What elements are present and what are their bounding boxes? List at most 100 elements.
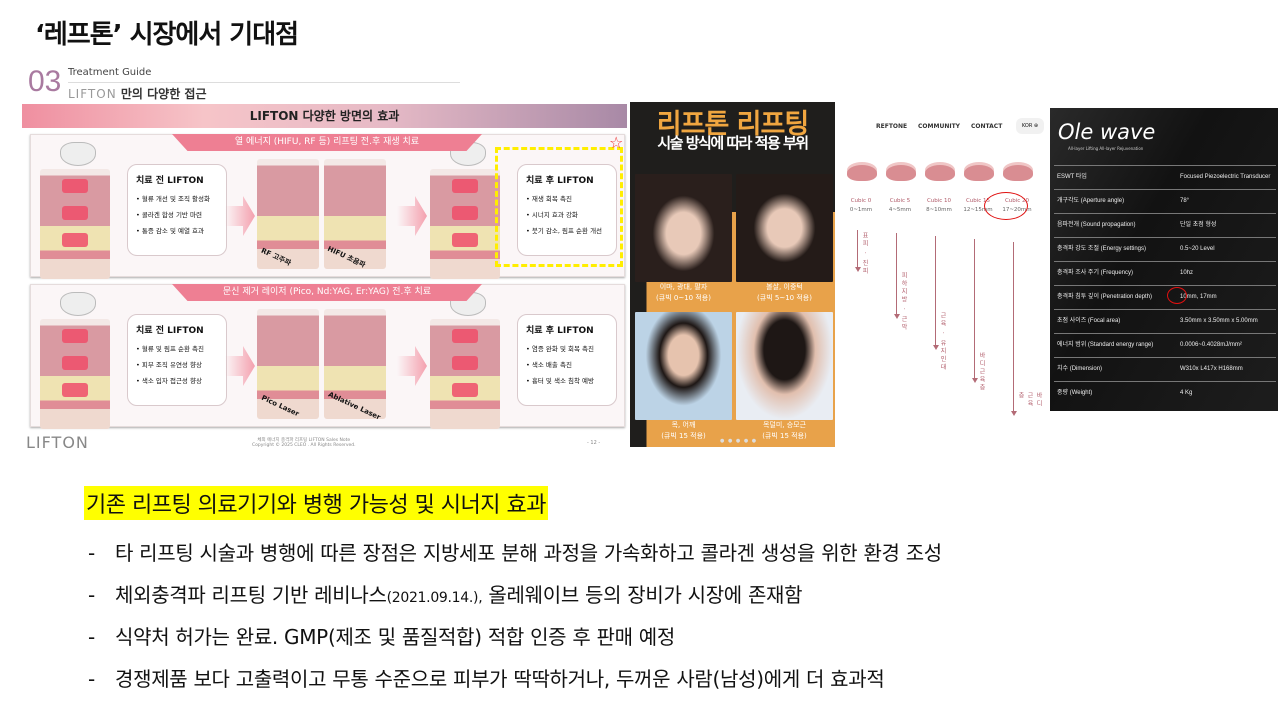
depth-arrow xyxy=(932,236,939,350)
cubic-name: Cubic 15 xyxy=(965,198,991,204)
lifton-logo: LIFTON xyxy=(68,87,117,101)
spec-label: 충격파 강도 조절 (Energy settings) xyxy=(1057,246,1146,252)
before-treatment-box: 치료 전 LIFTON혈류 개선 및 조직 활성화콜라겐 합성 기반 마련통증 … xyxy=(127,164,227,256)
highlight-box xyxy=(495,147,623,267)
cubic-tip-icon xyxy=(925,165,955,181)
panel-tag: 열 에너지 (HIFU, RF 등) 리프팅 전.후 재생 치료 xyxy=(172,134,482,151)
caption-area: 목덜미, 승모근 xyxy=(762,421,807,429)
bullet-text: 경쟁제품 보다 고출력이고 무통 수준으로 피부가 딱딱하거나, 두꺼운 사람(… xyxy=(115,667,885,691)
bullet-date: (2021.09.14.), xyxy=(386,590,483,606)
box-item: 피부 조직 유연성 향상 xyxy=(136,359,218,369)
before-treatment-box: 치료 전 LIFTON혈류 및 림프 순환 촉진피부 조직 유연성 향상색소 입… xyxy=(127,314,227,406)
spec-label: 치수 (Dimension) xyxy=(1057,366,1103,372)
bullet-3: -식약처 허가는 완료. GMP(제조 및 품질적합) 적합 인증 후 판매 예… xyxy=(88,621,675,650)
spec-label: 중량 (Weight) xyxy=(1057,390,1093,396)
spec-label: 충격파 조사 주기 (Frequency) xyxy=(1057,270,1133,276)
spec-row: ESWT 타입 Focused Piezoelectric Transducer xyxy=(1054,165,1276,189)
highlighted-heading: 기존 리프팅 의료기기와 병행 가능성 및 시너지 효과 xyxy=(84,486,548,520)
after-treatment-box: 치료 후 LIFTON재생 회복 촉진시너지 효과 강화붓기 감소, 림프 순환… xyxy=(517,164,617,256)
box-item: 콜라겐 합성 기반 마련 xyxy=(136,209,218,219)
box-item: 혈류 및 림프 순환 촉진 xyxy=(136,343,218,353)
layer-label: 바디근육층 xyxy=(978,352,985,392)
red-circle-annotation xyxy=(1167,287,1187,304)
depth-arrow xyxy=(1010,242,1017,416)
poster-caption: 볼살, 이중턱(큐빅 5~10 적용) xyxy=(736,282,833,304)
photo-face xyxy=(635,174,732,282)
cubic-tip-icon xyxy=(964,165,994,181)
energy-beam xyxy=(452,356,478,370)
nav-community[interactable]: COMMUNITY xyxy=(918,123,961,130)
energy-beam xyxy=(62,329,88,343)
dash: - xyxy=(88,625,95,649)
dash: - xyxy=(88,541,95,565)
spec-row: 초점 사이즈 (Focal area)3.50mm x 3.50mm x 5.0… xyxy=(1054,309,1276,333)
cubic-name: Cubic 10 xyxy=(926,198,952,204)
banner: LIFTON 다양한 방면의 효과 xyxy=(22,104,627,128)
spec-value: 단일 초점 형성 xyxy=(1180,222,1217,228)
panel-tag: 문신 제거 레이저 (Pico, Nd:YAG, Er:YAG) 전.후 치료 xyxy=(172,284,482,301)
energy-beam xyxy=(452,179,478,193)
box-item: 통증 감소 및 예열 효과 xyxy=(136,225,218,235)
spec-value: Focused Piezoelectric Transducer xyxy=(1180,174,1271,180)
caption-cubic: (큐빅 15 적용) xyxy=(762,432,807,440)
cubic-name: Cubic 0 xyxy=(850,198,872,204)
box-item: 시너지 효과 강화 xyxy=(526,209,608,219)
energy-beam xyxy=(62,179,88,193)
language-label: KOR xyxy=(1021,123,1033,129)
spec-row: 충격파 침투 깊이 (Penetration depth)10mm, 17mm xyxy=(1054,285,1276,309)
dash: - xyxy=(88,667,95,691)
cubic-range: 12~15mm xyxy=(963,207,993,213)
spec-label: ESWT 타입 xyxy=(1057,174,1087,180)
layer-label: 근육 · 유지인대 xyxy=(939,312,946,372)
energy-beam xyxy=(452,206,478,220)
energy-beam xyxy=(62,356,88,370)
depth-arrow xyxy=(854,230,861,272)
poster-subtitle: 시술 방식에 따라 적용 부위 xyxy=(657,134,809,152)
photo-face xyxy=(736,174,833,282)
spec-label: 에너지 범위 (Standard energy range) xyxy=(1057,342,1154,348)
spec-row: 충격파 조사 주기 (Frequency) 10hz xyxy=(1054,261,1276,285)
bullet-text: 체외충격파 리프팅 기반 레비나스 xyxy=(115,583,387,607)
nav-contact[interactable]: CONTACT xyxy=(971,123,1003,130)
language-button[interactable]: KOR ⊕ xyxy=(1016,118,1044,134)
energy-beam xyxy=(62,206,88,220)
spec-value: 10mm, 17mm xyxy=(1180,294,1217,300)
caption-cubic: (큐빅 5~10 적용) xyxy=(757,294,812,302)
footer-text: 체외 에너지 충격파 리프팅 LIFTON Sales Note Copyrig… xyxy=(252,438,356,448)
energy-beam xyxy=(452,329,478,343)
box-item: 흉터 및 색소 침착 예방 xyxy=(526,375,608,385)
spec-row: 중량 (Weight) 4 Kg xyxy=(1054,381,1276,405)
spec-label: 음파전개 (Sound propagation) xyxy=(1057,222,1136,228)
box-item: 색소 입자 접근성 향상 xyxy=(136,375,218,385)
spec-value: W310x L417x H168mm xyxy=(1180,366,1243,372)
spec-label: 개구각도 (Aperture angle) xyxy=(1057,198,1125,204)
section-subtitle: LIFTON 만의 다양한 접근 xyxy=(68,85,207,102)
photo-neck xyxy=(635,312,732,420)
spec-row: 음파전개 (Sound propagation) 단일 초점 형성 xyxy=(1054,213,1276,237)
box-title: 치료 전 LIFTON xyxy=(136,176,204,186)
depth-arrow xyxy=(893,233,900,319)
spec-row: 충격파 강도 조절 (Energy settings)0.5~20 Level xyxy=(1054,237,1276,261)
photo-back xyxy=(736,312,833,420)
depth-arrow xyxy=(971,239,978,383)
poster-title: 리프톤 리프팅 xyxy=(656,109,809,140)
energy-beam xyxy=(62,383,88,397)
layer-label: 피하지방 · 근막 xyxy=(900,272,907,332)
section-label: Treatment Guide xyxy=(68,67,152,78)
bullet-4: -경쟁제품 보다 고출력이고 무통 수준으로 피부가 딱딱하거나, 두꺼운 사람… xyxy=(88,663,885,692)
slide-title: ‘레프톤’ 시장에서 기대점 xyxy=(35,20,299,50)
bullet-1: -타 리프팅 시술과 병행에 따른 장점은 지방세포 분해 과정을 가속화하고 … xyxy=(88,537,942,566)
spec-row: 에너지 범위 (Standard energy range)0.0006~0.4… xyxy=(1054,333,1276,357)
spec-value: 10hz xyxy=(1180,270,1194,276)
nav-reftone[interactable]: REFTONE xyxy=(876,123,908,130)
dash: - xyxy=(88,583,95,607)
spec-value: 4 Kg xyxy=(1180,390,1193,396)
carousel-dots[interactable]: ● ● ● ● ● xyxy=(720,438,758,444)
box-item: 색소 배출 촉진 xyxy=(526,359,608,369)
skin-treatment-illustration xyxy=(324,159,386,269)
caption-area: 목, 어깨 xyxy=(671,421,696,429)
bullet-text: 식약처 허가는 완료. GMP(제조 및 품질적합) 적합 인증 후 판매 예정 xyxy=(115,625,675,649)
cubic-range: 4~5mm xyxy=(888,207,912,213)
